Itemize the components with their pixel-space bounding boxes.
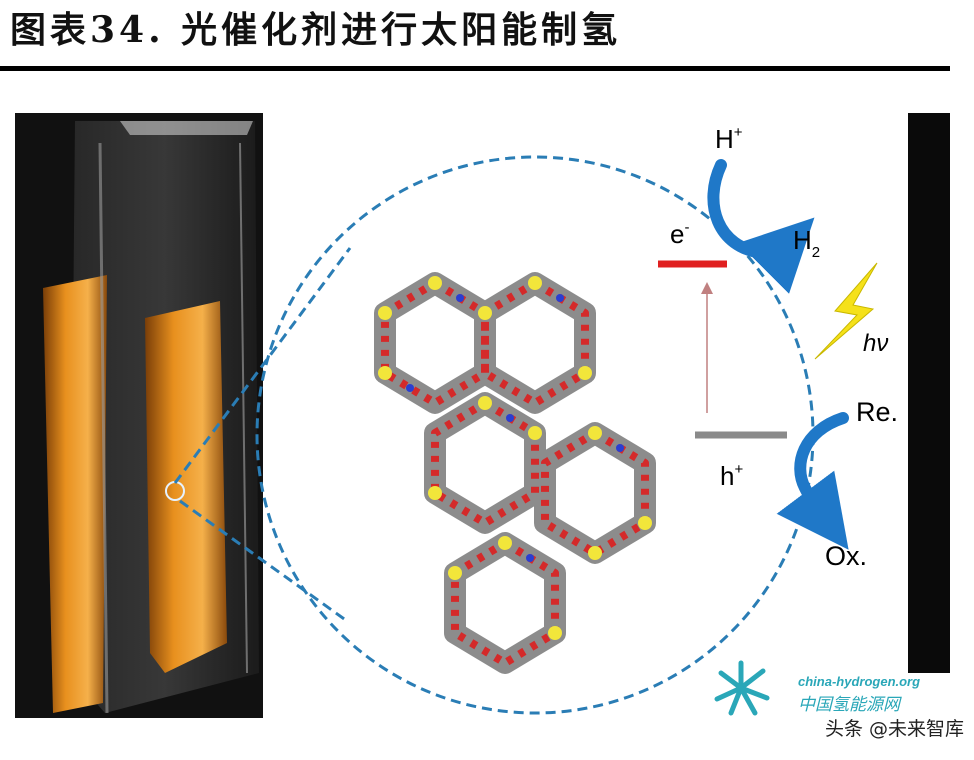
electron-label: e- [670, 219, 689, 249]
proton-label: H+ [715, 124, 743, 154]
zoom-lines [173, 247, 352, 623]
watermark-flower-icon [714, 660, 770, 716]
watermark-site: china-hydrogen.org [798, 674, 920, 689]
lightning-icon [814, 262, 878, 360]
vial-photo [15, 113, 263, 718]
oxidized-label: Ox. [825, 541, 867, 571]
right-edge-bar [908, 113, 950, 673]
photocatalysis-figure: H+ e- H2 h+ hν Re. Ox. china-hydrogen.or… [15, 113, 950, 730]
band-diagram [658, 260, 787, 439]
watermark-cn: 中国氢能源网 [798, 695, 902, 715]
source-credit: 头条 @未来智库 [768, 712, 964, 746]
cof-honeycomb-structure [374, 272, 656, 674]
reductant-label: Re. [856, 397, 898, 427]
china-hydrogen-watermark: china-hydrogen.org 中国氢能源网 [714, 660, 920, 716]
oxidation-arrow [776, 412, 849, 550]
figure-title: 图表34. 光催化剂进行太阳能制氢 [10, 9, 622, 51]
reaction-arrows [707, 159, 849, 550]
hydrogen-label: H2 [793, 225, 820, 261]
hole-label: h+ [720, 461, 743, 491]
reduction-arrow [707, 159, 815, 294]
title-divider [0, 66, 950, 71]
photocatalysis-diagram: H+ e- H2 h+ hν Re. Ox. china-hydrogen.or… [15, 113, 950, 718]
light-energy-label: hν [863, 330, 888, 357]
